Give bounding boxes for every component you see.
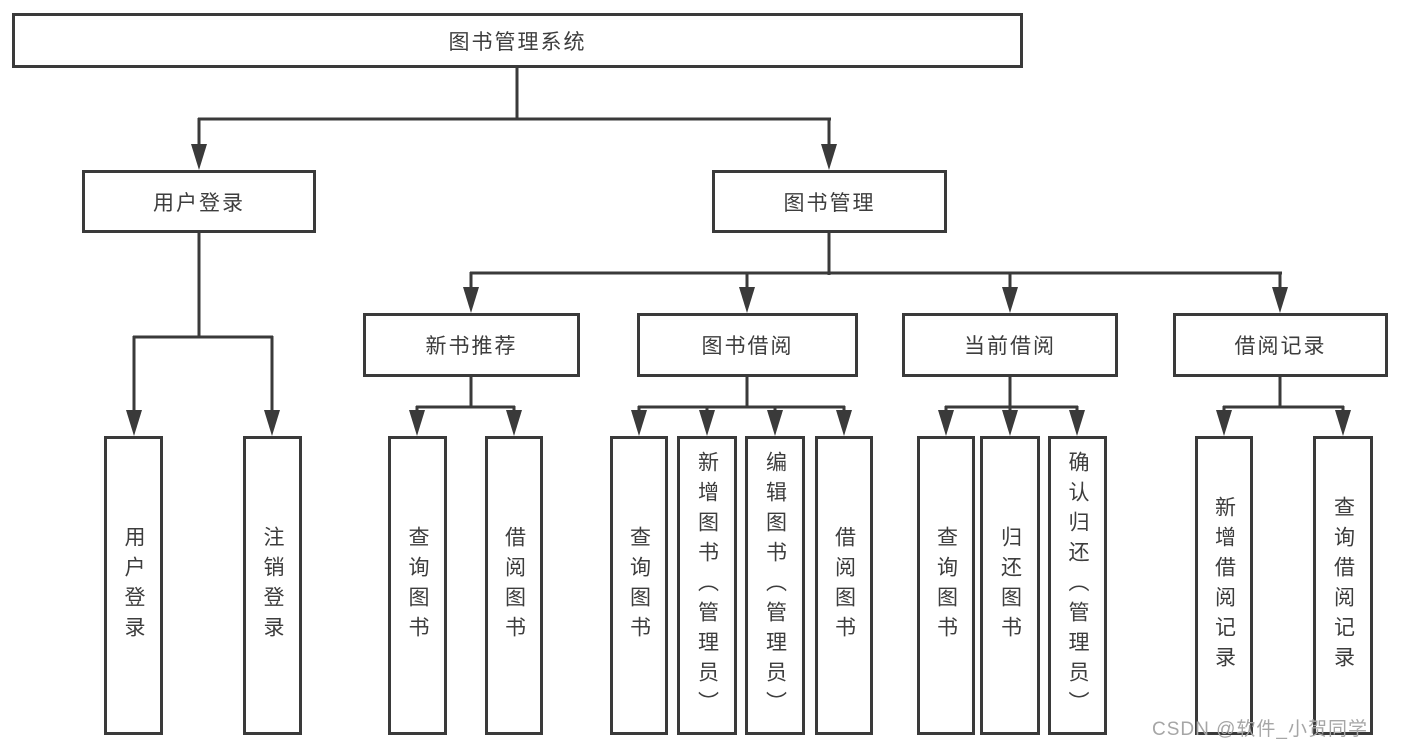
node-label: 借阅图书 xyxy=(502,525,526,646)
leaf-add-books-admin: 新增图书（管理员） xyxy=(677,436,737,735)
leaf-confirm-return-admin: 确认归还（管理员） xyxy=(1048,436,1107,735)
node-label: 新增借阅记录 xyxy=(1212,495,1236,676)
leaf-return-books: 归还图书 xyxy=(980,436,1040,735)
leaf-query-books-recommend: 查询图书 xyxy=(388,436,447,735)
node-label: 用户登录 xyxy=(153,191,245,215)
leaf-add-borrow-record: 新增借阅记录 xyxy=(1195,436,1253,735)
leaf-borrow-books-recommend: 借阅图书 xyxy=(485,436,543,735)
node-label: 查询图书 xyxy=(934,525,958,646)
node-label: 确认归还（管理员） xyxy=(1066,450,1089,721)
leaf-query-books-borrowing: 查询图书 xyxy=(610,436,668,735)
node-label: 图书管理系统 xyxy=(448,30,587,54)
node-current-borrowing: 当前借阅 xyxy=(902,313,1118,377)
node-label: 图书借阅 xyxy=(701,335,794,358)
node-book-borrowing: 图书借阅 xyxy=(637,313,858,377)
node-label: 注销登录 xyxy=(261,525,284,646)
node-label: 用户登录 xyxy=(122,525,145,646)
node-library-management-system: 图书管理系统 xyxy=(12,13,1023,68)
leaf-user-login: 用户登录 xyxy=(104,436,163,735)
leaf-borrow-books: 借阅图书 xyxy=(815,436,873,735)
node-label: 借阅记录 xyxy=(1234,335,1327,358)
node-label: 借阅图书 xyxy=(832,525,856,646)
node-label: 新增图书（管理员） xyxy=(695,450,719,721)
node-label: 查询图书 xyxy=(406,525,429,646)
node-user-login: 用户登录 xyxy=(82,170,316,233)
leaf-query-borrow-record: 查询借阅记录 xyxy=(1313,436,1373,735)
node-label: 查询借阅记录 xyxy=(1331,495,1355,676)
node-label: 归还图书 xyxy=(998,525,1022,646)
node-label: 图书管理 xyxy=(783,191,876,215)
node-label: 当前借阅 xyxy=(964,335,1056,358)
node-book-management: 图书管理 xyxy=(712,170,947,233)
node-label: 编辑图书（管理员） xyxy=(763,450,787,721)
leaf-logout: 注销登录 xyxy=(243,436,302,735)
node-new-book-recommendation: 新书推荐 xyxy=(363,313,580,377)
leaf-edit-books-admin: 编辑图书（管理员） xyxy=(745,436,805,735)
node-borrowing-records: 借阅记录 xyxy=(1173,313,1388,377)
node-label: 查询图书 xyxy=(627,525,651,646)
connector-arrowheads xyxy=(126,144,1351,436)
csdn-watermark: CSDN @软件_小贺同学 xyxy=(1152,719,1368,740)
leaf-query-books-current: 查询图书 xyxy=(917,436,975,735)
node-label: 新书推荐 xyxy=(425,335,518,358)
